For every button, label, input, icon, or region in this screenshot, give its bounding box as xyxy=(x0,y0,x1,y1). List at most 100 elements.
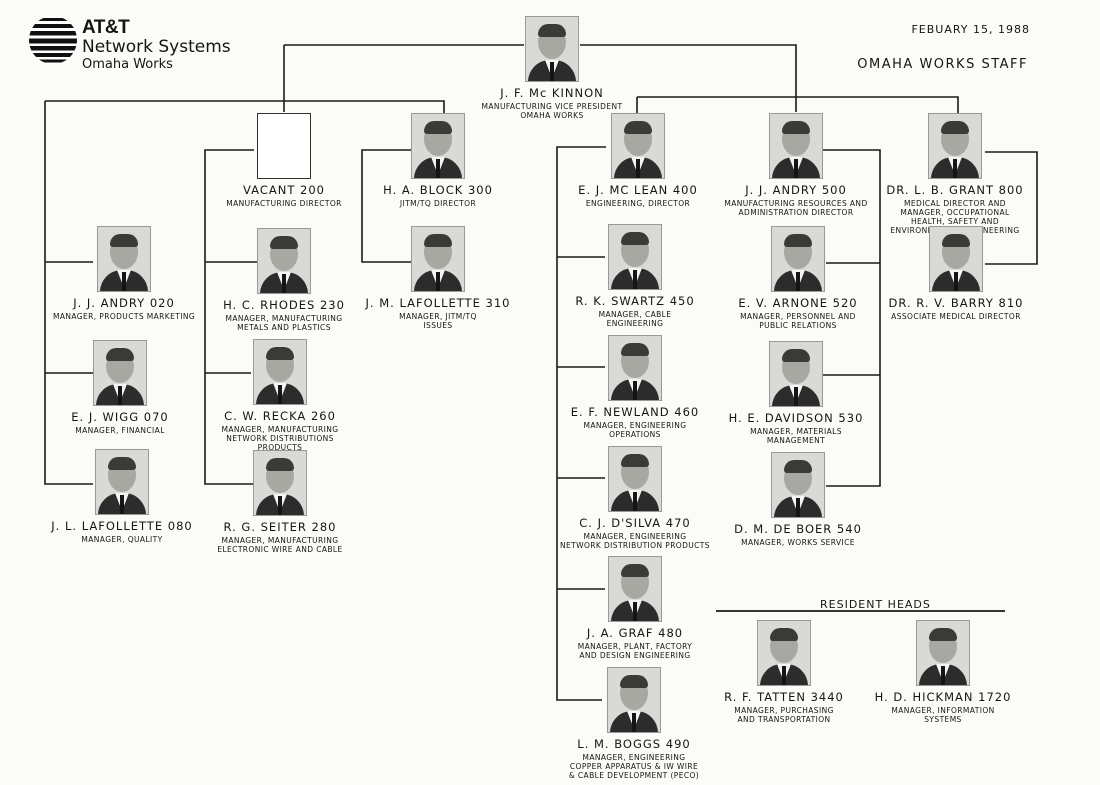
portrait-photo xyxy=(771,452,825,518)
person-arnone: E. V. ARNONE 520 MANAGER, PERSONNEL AND … xyxy=(708,226,888,330)
person-title: MANAGER, PRODUCTS MARKETING xyxy=(52,312,196,321)
person-title: MANAGER, MANUFACTURING ELECTRONIC WIRE A… xyxy=(217,536,343,554)
staff-title: OMAHA WORKS STAFF xyxy=(857,57,1028,72)
person-name: H. A. BLOCK 300 xyxy=(383,183,493,197)
person-lafollette-080: J. L. LAFOLLETTE 080 MANAGER, QUALITY xyxy=(32,449,212,544)
person-name: J. F. Mc KINNON xyxy=(500,86,604,100)
portrait-photo xyxy=(93,340,147,406)
person-name: H. D. HICKMAN 1720 xyxy=(874,690,1012,704)
person-grant: DR. L. B. GRANT 800 MEDICAL DIRECTOR AND… xyxy=(865,113,1045,235)
portrait-photo xyxy=(608,335,662,401)
person-name: R. K. SWARTZ 450 xyxy=(575,294,695,308)
person-title: ASSOCIATE MEDICAL DIRECTOR xyxy=(891,312,1021,321)
person-title: MANAGER, FINANCIAL xyxy=(75,426,165,435)
person-vacant-200: VACANT 200 MANUFACTURING DIRECTOR xyxy=(194,113,374,208)
person-title: MANAGER, ENGINEERING NETWORK DISTRIBUTIO… xyxy=(560,532,710,550)
portrait-photo xyxy=(608,224,662,290)
person-title: MANAGER, PLANT, FACTORY AND DESIGN ENGIN… xyxy=(577,642,693,660)
portrait-photo xyxy=(411,113,465,179)
person-name: L. M. BOGGS 490 xyxy=(577,737,691,751)
person-name: H. C. RHODES 230 xyxy=(223,298,345,312)
person-hickman: H. D. HICKMAN 1720 MANAGER, INFORMATION … xyxy=(853,620,1033,724)
person-name: D. M. DE BOER 540 xyxy=(734,522,862,536)
att-globe-logo-icon xyxy=(29,16,77,64)
person-title: MANAGER, INFORMATION SYSTEMS xyxy=(891,706,995,724)
person-name: J. J. ANDRY 020 xyxy=(73,296,175,310)
person-title: MANAGER, MANUFACTURING METALS AND PLASTI… xyxy=(225,314,343,332)
portrait-photo xyxy=(257,228,311,294)
person-andry-500: J. J. ANDRY 500 MANUFACTURING RESOURCES … xyxy=(706,113,886,217)
person-title: MANAGER, WORKS SERVICE xyxy=(741,538,855,547)
person-title: MANAGER, JITM/TQ ISSUES xyxy=(399,312,477,330)
person-title: MANAGER, CABLE ENGINEERING xyxy=(598,310,672,328)
portrait-photo xyxy=(97,226,151,292)
person-title: MANAGER, ENGINEERING COPPER APPARATUS & … xyxy=(568,753,700,780)
person-rhodes: H. C. RHODES 230 MANAGER, MANUFACTURING … xyxy=(194,228,374,332)
person-name: C. J. D'SILVA 470 xyxy=(579,516,691,530)
chart-date: FEBUARY 15, 1988 xyxy=(911,23,1030,36)
portrait-photo xyxy=(525,16,579,82)
portrait-photo xyxy=(916,620,970,686)
person-lafollette-310: J. M. LAFOLLETTE 310 MANAGER, JITM/TQ IS… xyxy=(348,226,528,330)
person-title: MANAGER, PURCHASING AND TRANSPORTATION xyxy=(734,706,834,724)
person-title: JITM/TQ DIRECTOR xyxy=(399,199,477,208)
person-graf: J. A. GRAF 480 MANAGER, PLANT, FACTORY A… xyxy=(545,556,725,660)
vacant-photo-box xyxy=(257,113,311,179)
portrait-photo xyxy=(253,339,307,405)
portrait-photo xyxy=(769,113,823,179)
person-block: H. A. BLOCK 300 JITM/TQ DIRECTOR xyxy=(348,113,528,208)
person-title: MANUFACTURING RESOURCES AND ADMINISTRATI… xyxy=(724,199,868,217)
logo-text: AT&T xyxy=(82,17,130,38)
person-name: R. G. SEITER 280 xyxy=(223,520,337,534)
person-title: MANAGER, ENGINEERING OPERATIONS xyxy=(583,421,687,439)
person-name: DR. L. B. GRANT 800 xyxy=(886,183,1024,197)
portrait-photo xyxy=(253,450,307,516)
person-mclean: E. J. MC LEAN 400 ENGINEERING, DIRECTOR xyxy=(548,113,728,208)
person-tatten: R. F. TATTEN 3440 MANAGER, PURCHASING AN… xyxy=(694,620,874,724)
person-boggs: L. M. BOGGS 490 MANAGER, ENGINEERING COP… xyxy=(544,667,724,780)
person-name: E. V. ARNONE 520 xyxy=(738,296,858,310)
person-davidson: H. E. DAVIDSON 530 MANAGER, MATERIALS MA… xyxy=(706,341,886,445)
person-andry-020: J. J. ANDRY 020 MANAGER, PRODUCTS MARKET… xyxy=(34,226,214,321)
portrait-photo xyxy=(929,226,983,292)
person-name: J. L. LAFOLLETTE 080 xyxy=(51,519,193,533)
person-title: ENGINEERING, DIRECTOR xyxy=(585,199,691,208)
person-name: J. A. GRAF 480 xyxy=(586,626,684,640)
division-name: Omaha Works xyxy=(82,57,173,72)
person-name: J. J. ANDRY 500 xyxy=(745,183,847,197)
portrait-photo xyxy=(769,341,823,407)
person-name: R. F. TATTEN 3440 xyxy=(724,690,844,704)
person-name: J. M. LAFOLLETTE 310 xyxy=(365,296,511,310)
person-recka: C. W. RECKA 260 MANAGER, MANUFACTURING N… xyxy=(190,339,370,452)
company-name: Network Systems xyxy=(82,37,231,57)
person-name: VACANT 200 xyxy=(243,183,325,197)
person-name: E. J. WIGG 070 xyxy=(71,410,169,424)
person-title: MANUFACTURING VICE PRESIDENT OMAHA WORKS xyxy=(481,102,623,120)
person-title: MANUFACTURING DIRECTOR xyxy=(226,199,342,208)
person-title: MEDICAL DIRECTOR AND MANAGER, OCCUPATION… xyxy=(890,199,1020,235)
portrait-photo xyxy=(757,620,811,686)
person-seiter: R. G. SEITER 280 MANAGER, MANUFACTURING … xyxy=(190,450,370,554)
portrait-photo xyxy=(411,226,465,292)
portrait-photo xyxy=(608,556,662,622)
person-barry: DR. R. V. BARRY 810 ASSOCIATE MEDICAL DI… xyxy=(866,226,1046,321)
person-wigg: E. J. WIGG 070 MANAGER, FINANCIAL xyxy=(30,340,210,435)
resident-heads-label: RESIDENT HEADS xyxy=(820,598,931,611)
person-name: E. J. MC LEAN 400 xyxy=(578,183,698,197)
person-title: MANAGER, QUALITY xyxy=(81,535,163,544)
person-title: MANAGER, MATERIALS MANAGEMENT xyxy=(750,427,842,445)
portrait-photo xyxy=(607,667,661,733)
brand-block: AT&T Network Systems Omaha Works xyxy=(82,18,231,71)
portrait-photo xyxy=(928,113,982,179)
person-newland: E. F. NEWLAND 460 MANAGER, ENGINEERING O… xyxy=(545,335,725,439)
portrait-photo xyxy=(611,113,665,179)
person-swartz: R. K. SWARTZ 450 MANAGER, CABLE ENGINEER… xyxy=(545,224,725,328)
person-name: C. W. RECKA 260 xyxy=(224,409,336,423)
person-title: MANAGER, PERSONNEL AND PUBLIC RELATIONS xyxy=(740,312,856,330)
person-name: E. F. NEWLAND 460 xyxy=(570,405,700,419)
portrait-photo xyxy=(95,449,149,515)
person-mckinnon: J. F. Mc KINNON MANUFACTURING VICE PRESI… xyxy=(462,16,642,120)
person-title: MANAGER, MANUFACTURING NETWORK DISTRIBUT… xyxy=(221,425,339,452)
